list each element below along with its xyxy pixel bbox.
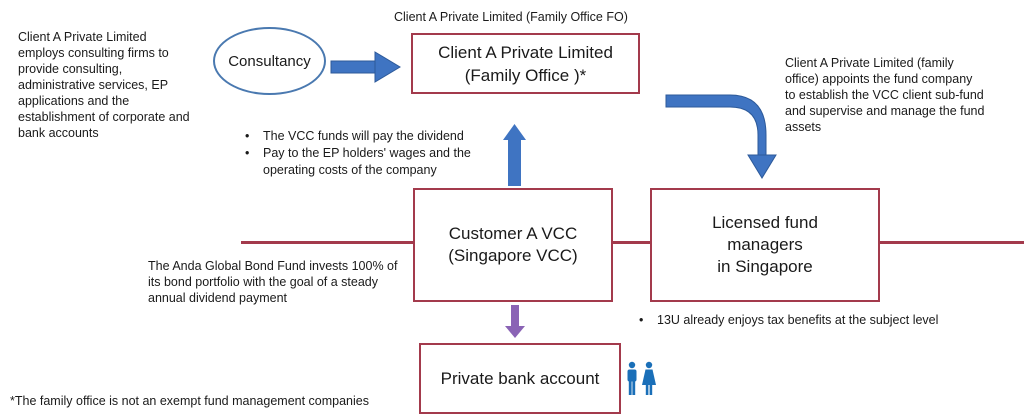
arrow-family-office-to-fund-managers [665, 94, 777, 179]
vcc-box: Customer A VCC (Singapore VCC) [413, 188, 613, 302]
fund-managers-box: Licensed fund managers in Singapore [650, 188, 880, 302]
bank-account-label: Private bank account [440, 368, 600, 388]
family-office-caption: Client A Private Limited (Family Office … [394, 10, 628, 24]
divider-line-left [241, 241, 413, 244]
arrow-vcc-to-bank [505, 305, 525, 338]
family-office-line1: Client A Private Limited [438, 42, 613, 62]
fund-managers-line3: in Singapore [717, 257, 813, 276]
bond-fund-note: The Anda Global Bond Fund invests 100% o… [148, 259, 398, 305]
bank-account-box: Private bank account [419, 343, 621, 414]
fund-managers-line1: Licensed fund [712, 213, 818, 232]
vcc-line1: Customer A VCC [448, 224, 578, 243]
vcc-line2: (Singapore VCC) [448, 246, 578, 265]
footnote: *The family office is not an exempt fund… [10, 394, 369, 408]
consultancy-label: Consultancy [228, 52, 311, 70]
family-office-line2: (Family Office )* [464, 65, 587, 85]
tax-bullets: 13U already enjoys tax benefits at the s… [637, 312, 997, 329]
dividend-bullet-2: Pay to the EP holders' wages and the ope… [243, 145, 498, 179]
family-office-box: Client A Private Limited (Family Office … [411, 33, 640, 94]
dividend-bullet-1: The VCC funds will pay the dividend [243, 128, 498, 145]
people-icon [627, 361, 656, 395]
divider-line-right [880, 241, 1024, 244]
dividend-bullets: The VCC funds will pay the dividend Pay … [243, 128, 498, 179]
tax-bullet: 13U already enjoys tax benefits at the s… [637, 312, 997, 329]
consultancy-note: Client A Private Limited employs consult… [18, 30, 190, 140]
fund-appointment-note: Client A Private Limited (family office)… [785, 56, 985, 134]
arrow-vcc-to-family-office [503, 124, 526, 186]
divider-line-middle [613, 241, 650, 244]
consultancy-node: Consultancy [213, 27, 326, 95]
arrow-consultancy-to-family-office [330, 51, 401, 83]
fund-managers-line2: managers [727, 235, 803, 254]
